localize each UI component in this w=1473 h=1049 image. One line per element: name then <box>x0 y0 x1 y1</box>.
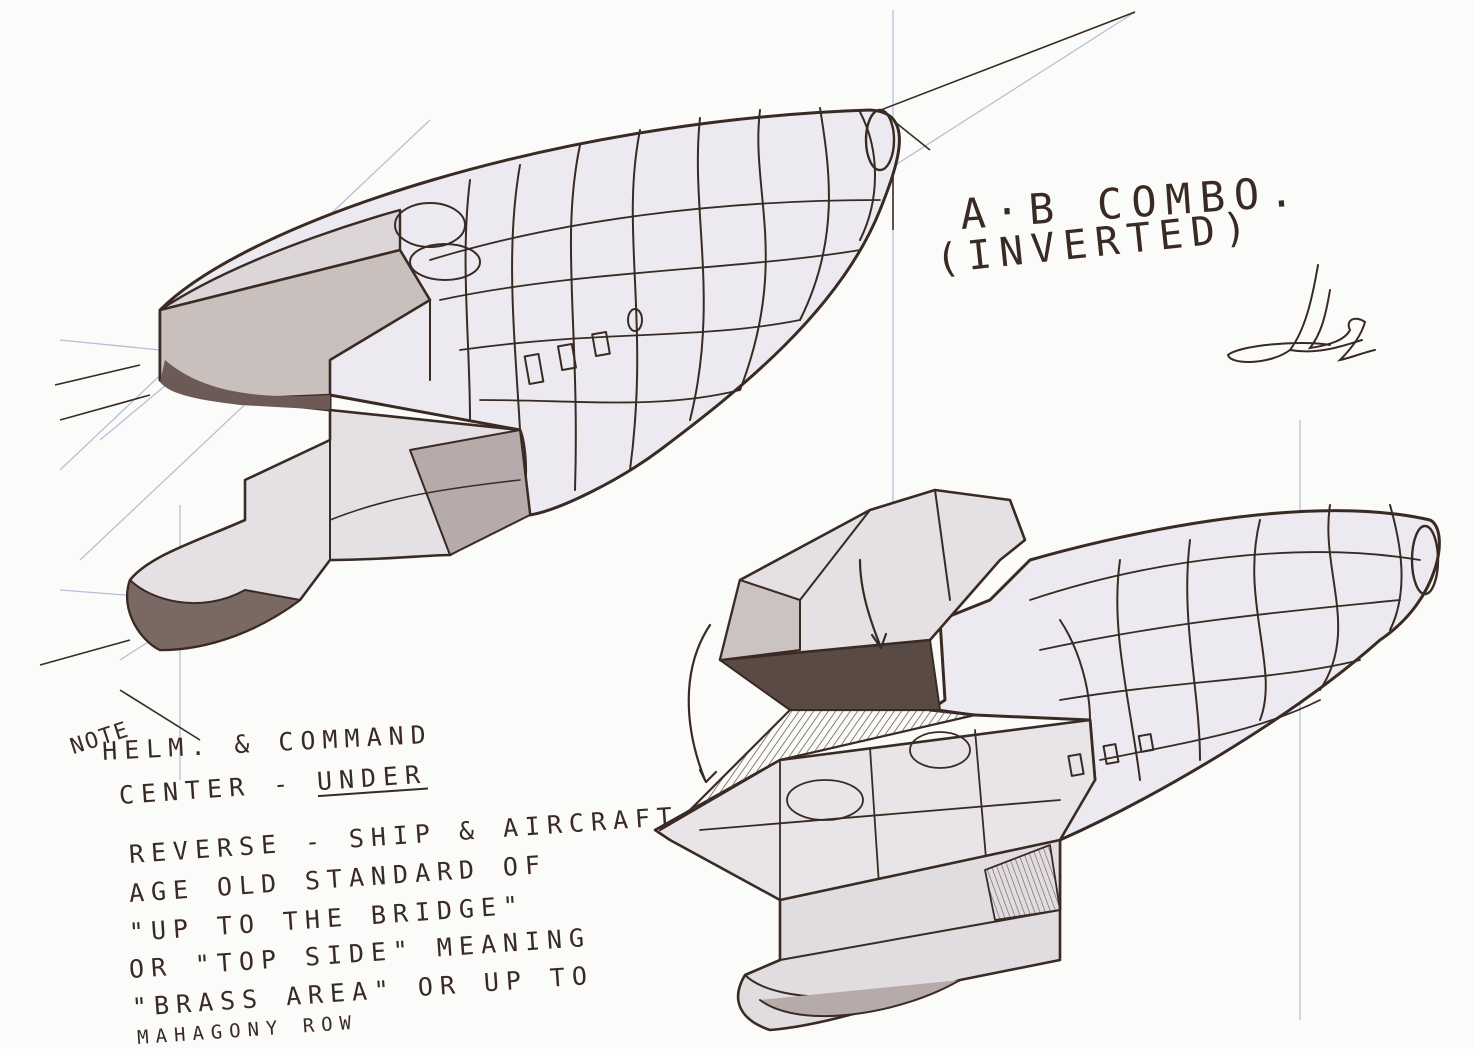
signature-mark <box>1226 264 1376 363</box>
upper-ship <box>126 107 901 652</box>
lower-ship <box>653 488 1441 1032</box>
